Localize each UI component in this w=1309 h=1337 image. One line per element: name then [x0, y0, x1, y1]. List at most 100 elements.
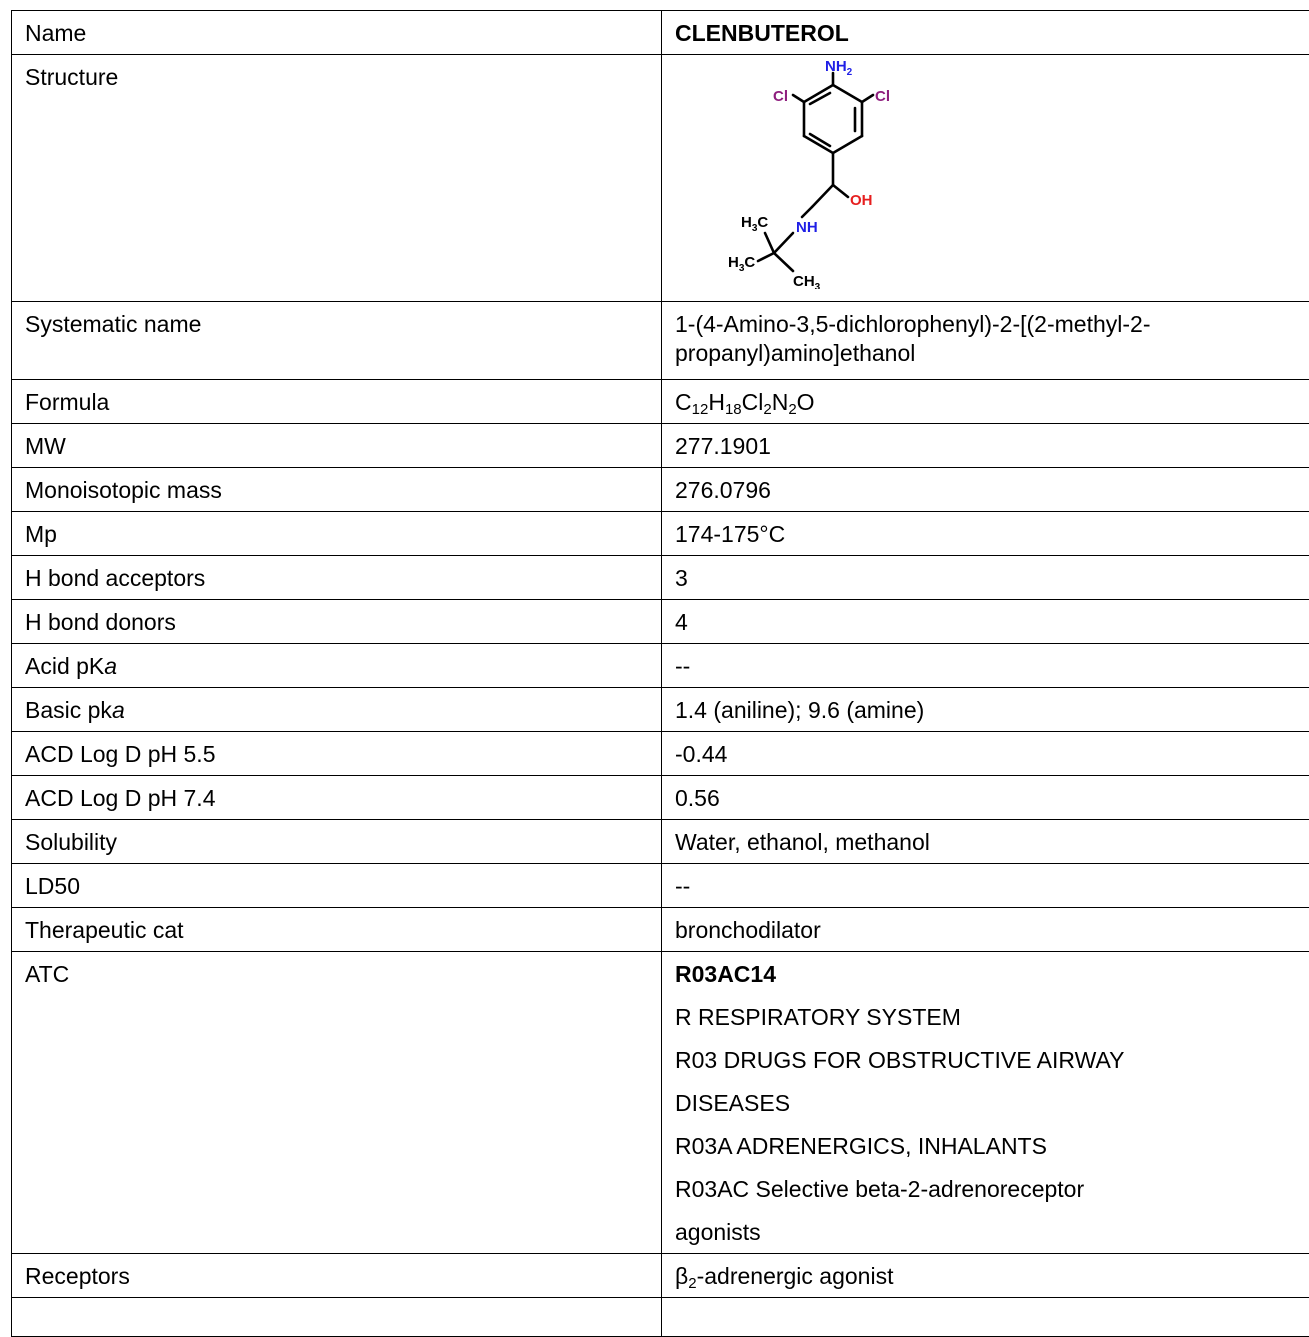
value-cell: 0.56	[662, 776, 1309, 820]
logd-5-5-value: -0.44	[675, 732, 1309, 775]
empty-cell	[662, 1298, 1309, 1337]
row-mp: Mp 174-175°C	[12, 512, 1309, 556]
row-name: Name CLENBUTEROL	[12, 11, 1309, 55]
value-cell: Water, ethanol, methanol	[662, 820, 1309, 864]
row-empty	[12, 1298, 1309, 1337]
solubility-value: Water, ethanol, methanol	[675, 820, 1309, 863]
label-cell: ACD Log D pH 7.4	[12, 776, 662, 820]
amine-nh-label: NH	[796, 219, 818, 236]
value-cell: --	[662, 864, 1309, 908]
systematic-name-line: propanyl)amino]ethanol	[675, 336, 1309, 379]
label-cell: Basic pka	[12, 688, 662, 732]
value-cell: 3	[662, 556, 1309, 600]
ld50-label: LD50	[25, 864, 661, 907]
chlorine-right-label: Cl	[875, 88, 890, 105]
label-cell: Monoisotopic mass	[12, 468, 662, 512]
label-cell: Name	[12, 11, 662, 55]
logd-7-4-label: ACD Log D pH 7.4	[25, 776, 661, 819]
empty-cell	[12, 1298, 662, 1337]
amine-nh2-label: NH2	[825, 58, 853, 78]
methyl-bottom-label: H3C	[728, 254, 755, 274]
mw-value: 277.1901	[675, 424, 1309, 467]
row-mw: MW 277.1901	[12, 424, 1309, 468]
value-cell: -0.44	[662, 732, 1309, 776]
row-systematic-name: Systematic name 1-(4-Amino-3,5-dichlorop…	[12, 302, 1309, 380]
logd-5-5-label: ACD Log D pH 5.5	[25, 732, 661, 775]
systematic-name-line: 1-(4-Amino-3,5-dichlorophenyl)-2-[(2-met…	[675, 302, 1309, 336]
name-label: Name	[25, 11, 661, 54]
ld50-value: --	[675, 864, 1309, 907]
receptors-value: β2-adrenergic agonist	[675, 1254, 1309, 1297]
chlorine-left-label: Cl	[773, 88, 788, 105]
atc-label: ATC	[25, 952, 661, 995]
value-cell: R03AC14 R RESPIRATORY SYSTEM R03 DRUGS F…	[662, 952, 1309, 1254]
atc-line: DISEASES	[675, 1081, 1309, 1124]
structure-diagram: NH2 Cl Cl OH NH H3C H3C CH3	[695, 57, 895, 289]
acid-pka-label: Acid pKa	[25, 644, 661, 687]
atc-line: R RESPIRATORY SYSTEM	[675, 995, 1309, 1038]
h-bond-donors-value: 4	[675, 600, 1309, 643]
row-formula: Formula C12H18Cl2N2O	[12, 380, 1309, 424]
methyl-right-label: CH3	[793, 273, 821, 289]
label-cell: MW	[12, 424, 662, 468]
label-cell: LD50	[12, 864, 662, 908]
row-h-bond-acceptors: H bond acceptors 3	[12, 556, 1309, 600]
row-monoisotopic-mass: Monoisotopic mass 276.0796	[12, 468, 1309, 512]
value-cell: bronchodilator	[662, 908, 1309, 952]
h-bond-acceptors-label: H bond acceptors	[25, 556, 661, 599]
formula-label: Formula	[25, 380, 661, 423]
row-logd-7-4: ACD Log D pH 7.4 0.56	[12, 776, 1309, 820]
compound-name: CLENBUTEROL	[675, 11, 1309, 54]
basic-pka-value: 1.4 (aniline); 9.6 (amine)	[675, 688, 1309, 731]
label-cell: Therapeutic cat	[12, 908, 662, 952]
row-structure: Structure	[12, 55, 1309, 302]
row-h-bond-donors: H bond donors 4	[12, 600, 1309, 644]
value-cell: 1-(4-Amino-3,5-dichlorophenyl)-2-[(2-met…	[662, 302, 1309, 380]
methyl-top-label: H3C	[741, 214, 768, 234]
value-cell: β2-adrenergic agonist	[662, 1254, 1309, 1298]
label-cell: H bond donors	[12, 600, 662, 644]
label-cell: Structure	[12, 55, 662, 302]
label-cell: ATC	[12, 952, 662, 1254]
h-bond-donors-label: H bond donors	[25, 600, 661, 643]
label-cell: H bond acceptors	[12, 556, 662, 600]
atc-line: R03AC Selective beta-2-adrenoreceptor	[675, 1167, 1309, 1210]
label-cell: Acid pKa	[12, 644, 662, 688]
value-cell: 1.4 (aniline); 9.6 (amine)	[662, 688, 1309, 732]
formula-value: C12H18Cl2N2O	[675, 380, 1309, 423]
row-basic-pka: Basic pka 1.4 (aniline); 9.6 (amine)	[12, 688, 1309, 732]
therapeutic-cat-label: Therapeutic cat	[25, 908, 661, 951]
label-cell: Formula	[12, 380, 662, 424]
mw-label: MW	[25, 424, 661, 467]
value-cell: 277.1901	[662, 424, 1309, 468]
label-cell: Mp	[12, 512, 662, 556]
value-cell: 174-175°C	[662, 512, 1309, 556]
hydroxyl-label: OH	[850, 192, 873, 209]
monoisotopic-mass-value: 276.0796	[675, 468, 1309, 511]
value-cell: C12H18Cl2N2O	[662, 380, 1309, 424]
label-cell: Systematic name	[12, 302, 662, 380]
value-cell: CLENBUTEROL	[662, 11, 1309, 55]
therapeutic-cat-value: bronchodilator	[675, 908, 1309, 951]
acid-pka-value: --	[675, 644, 1309, 687]
row-acid-pka: Acid pKa --	[12, 644, 1309, 688]
solubility-label: Solubility	[25, 820, 661, 863]
structure-label: Structure	[25, 55, 661, 98]
systematic-name-label: Systematic name	[25, 302, 661, 345]
row-therapeutic-cat: Therapeutic cat bronchodilator	[12, 908, 1309, 952]
value-cell: 4	[662, 600, 1309, 644]
row-logd-5-5: ACD Log D pH 5.5 -0.44	[12, 732, 1309, 776]
monoisotopic-mass-label: Monoisotopic mass	[25, 468, 661, 511]
h-bond-acceptors-value: 3	[675, 556, 1309, 599]
mp-value: 174-175°C	[675, 512, 1309, 555]
properties-table: Name CLENBUTEROL Structure	[11, 10, 1309, 1337]
atc-line: R03 DRUGS FOR OBSTRUCTIVE AIRWAY	[675, 1038, 1309, 1081]
atc-line: agonists	[675, 1210, 1309, 1253]
atc-code: R03AC14	[675, 952, 1309, 995]
logd-7-4-value: 0.56	[675, 776, 1309, 819]
receptors-label: Receptors	[25, 1254, 661, 1297]
row-receptors: Receptors β2-adrenergic agonist	[12, 1254, 1309, 1298]
row-solubility: Solubility Water, ethanol, methanol	[12, 820, 1309, 864]
atc-line: R03A ADRENERGICS, INHALANTS	[675, 1124, 1309, 1167]
row-ld50: LD50 --	[12, 864, 1309, 908]
